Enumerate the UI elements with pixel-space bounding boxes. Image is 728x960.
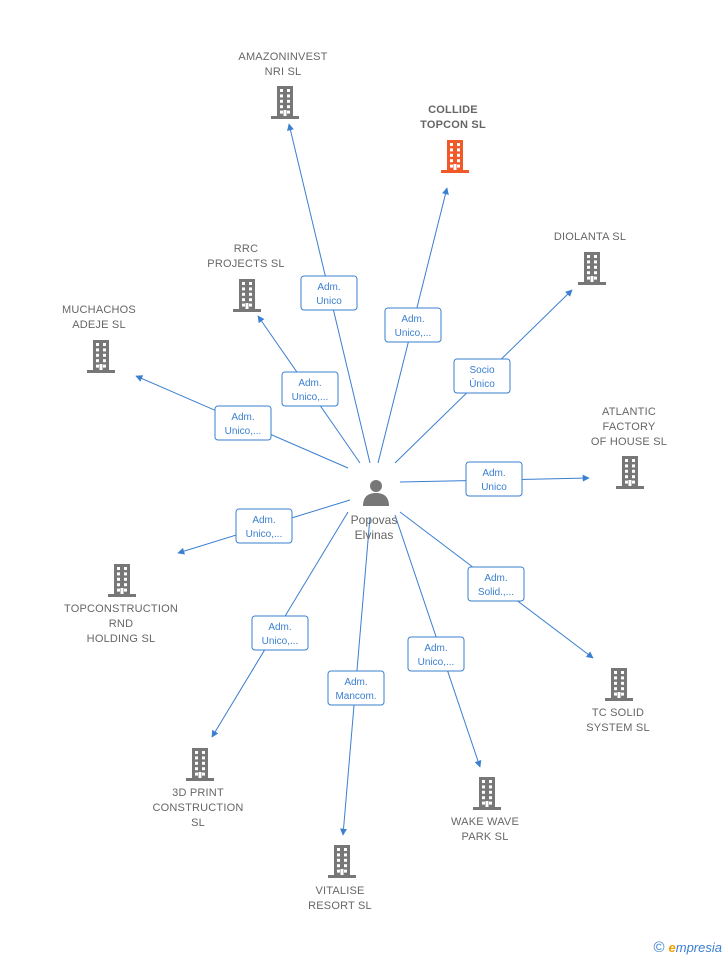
- edge-wakewave[interactable]: Adm. Unico,...: [394, 514, 482, 768]
- role-box: [214, 405, 272, 441]
- company-node-collide[interactable]: COLLIDE TOPCON SL: [420, 104, 486, 173]
- company-node-tcsolid[interactable]: TC SOLID SYSTEM SL: [586, 668, 650, 734]
- role-box: [251, 615, 309, 651]
- role-box: [467, 566, 525, 602]
- role-label-line: Adm.: [298, 378, 321, 389]
- edge-3dprint[interactable]: Adm. Unico,...: [211, 511, 349, 738]
- role-label-line: Unico,...: [292, 392, 329, 403]
- company-label-line: ADEJE SL: [72, 319, 126, 331]
- company-label-line: HOLDING SL: [87, 633, 156, 645]
- role-label-line: Adm.: [401, 314, 424, 325]
- building-icon: [605, 668, 633, 701]
- brand-initial: e: [668, 940, 676, 955]
- role-box: [300, 275, 358, 311]
- company-node-topconstruction[interactable]: TOPCONSTRUCTION RND HOLDING SL: [64, 564, 178, 645]
- role-label-line: Unico,...: [246, 529, 283, 540]
- company-label-line: SL: [191, 817, 205, 829]
- edge-topconstruction[interactable]: Adm. Unico,...: [177, 499, 351, 555]
- copyright-icon: ©: [653, 939, 665, 956]
- building-icon: [108, 564, 136, 597]
- building-icon: [186, 748, 214, 781]
- company-label-line: 3D PRINT: [172, 787, 224, 799]
- company-label-line: CONSTRUCTION: [152, 802, 243, 814]
- edge-tcsolid[interactable]: Adm. Solid.,...: [399, 511, 594, 659]
- role-box: [453, 358, 511, 394]
- company-label-line: NRI SL: [265, 66, 302, 78]
- person-name-line-2: Elvinas: [355, 528, 394, 542]
- company-label-line: RND: [109, 618, 133, 630]
- role-label-line: Unico,...: [225, 426, 262, 437]
- role-label-line: Unico,...: [395, 328, 432, 339]
- role-box: [327, 670, 385, 706]
- role-label-line: Socio: [469, 365, 494, 376]
- company-label-line: FACTORY: [603, 421, 656, 433]
- role-box: [235, 508, 293, 544]
- role-label-line: Adm.: [344, 677, 367, 688]
- role-label-line: Unico: [316, 296, 342, 307]
- edge-rrc[interactable]: Adm. Unico,...: [257, 315, 361, 464]
- company-label-line: RESORT SL: [308, 900, 372, 912]
- building-icon: [233, 279, 261, 312]
- role-label-line: Adm.: [482, 468, 505, 479]
- center-person[interactable]: Popovas Elvinas: [351, 480, 398, 542]
- building-icon: [578, 252, 606, 285]
- brand-name: mpresia: [675, 940, 722, 955]
- edge-amazoninvest[interactable]: Adm. Unico: [287, 123, 371, 464]
- role-label-line: Adm.: [252, 515, 275, 526]
- edge-atlantic[interactable]: Adm. Unico: [399, 461, 590, 497]
- role-label-line: Unico,...: [418, 657, 455, 668]
- building-icon: [616, 456, 644, 489]
- edge-vitalise[interactable]: Adm. Mancom.: [327, 516, 385, 836]
- company-label-line: AMAZONINVEST: [238, 51, 327, 63]
- company-node-3dprint[interactable]: 3D PRINT CONSTRUCTION SL: [152, 748, 243, 829]
- company-node-amazoninvest[interactable]: AMAZONINVEST NRI SL: [238, 51, 327, 119]
- company-label-line: RRC: [234, 243, 258, 255]
- company-node-diolanta[interactable]: DIOLANTA SL: [554, 231, 626, 285]
- role-label-line: Solid.,...: [478, 587, 514, 598]
- role-box: [384, 307, 442, 343]
- role-box: [281, 371, 339, 407]
- role-box: [465, 461, 523, 497]
- company-label-line: TC SOLID: [592, 707, 644, 719]
- company-label-line: COLLIDE: [428, 104, 478, 116]
- building-icon: [328, 845, 356, 878]
- role-label-line: Adm.: [317, 282, 340, 293]
- company-label-line: TOPCON SL: [420, 119, 486, 131]
- role-label-line: Unico: [481, 482, 507, 493]
- building-icon: [87, 340, 115, 373]
- company-label-line: DIOLANTA SL: [554, 231, 626, 243]
- edge-muchachos[interactable]: Adm. Unico,...: [135, 375, 349, 469]
- person-name-line-1: Popovas: [351, 513, 398, 527]
- company-node-vitalise[interactable]: VITALISE RESORT SL: [308, 845, 372, 912]
- company-node-muchachos[interactable]: MUCHACHOS ADEJE SL: [62, 304, 136, 373]
- role-label-line: Adm.: [231, 412, 254, 423]
- edge-collide[interactable]: Adm. Unico,...: [377, 187, 449, 464]
- company-label-line: TOPCONSTRUCTION: [64, 603, 178, 615]
- company-label-line: WAKE WAVE: [451, 816, 519, 828]
- company-label-line: PROJECTS SL: [207, 258, 284, 270]
- building-icon: [271, 86, 299, 119]
- company-label-line: MUCHACHOS: [62, 304, 136, 316]
- role-label-line: Adm.: [484, 573, 507, 584]
- company-node-atlantic[interactable]: ATLANTIC FACTORY OF HOUSE SL: [591, 406, 667, 489]
- role-label-line: Adm.: [268, 622, 291, 633]
- building-icon: [441, 140, 469, 173]
- role-label-line: Mancom.: [335, 691, 376, 702]
- company-label-line: OF HOUSE SL: [591, 436, 667, 448]
- company-node-rrc[interactable]: RRC PROJECTS SL: [207, 243, 284, 312]
- building-icon: [473, 777, 501, 810]
- company-label-line: VITALISE: [315, 885, 364, 897]
- role-label-line: Adm.: [424, 643, 447, 654]
- person-icon: [363, 480, 389, 506]
- company-label-line: SYSTEM SL: [586, 722, 650, 734]
- role-label-line: Unico,...: [262, 636, 299, 647]
- company-label-line: PARK SL: [461, 831, 508, 843]
- company-label-line: ATLANTIC: [602, 406, 656, 418]
- footer-brand: ©empresia: [653, 939, 722, 956]
- role-box: [407, 636, 465, 672]
- company-node-wakewave[interactable]: WAKE WAVE PARK SL: [451, 777, 519, 843]
- role-label-line: Único: [469, 377, 495, 390]
